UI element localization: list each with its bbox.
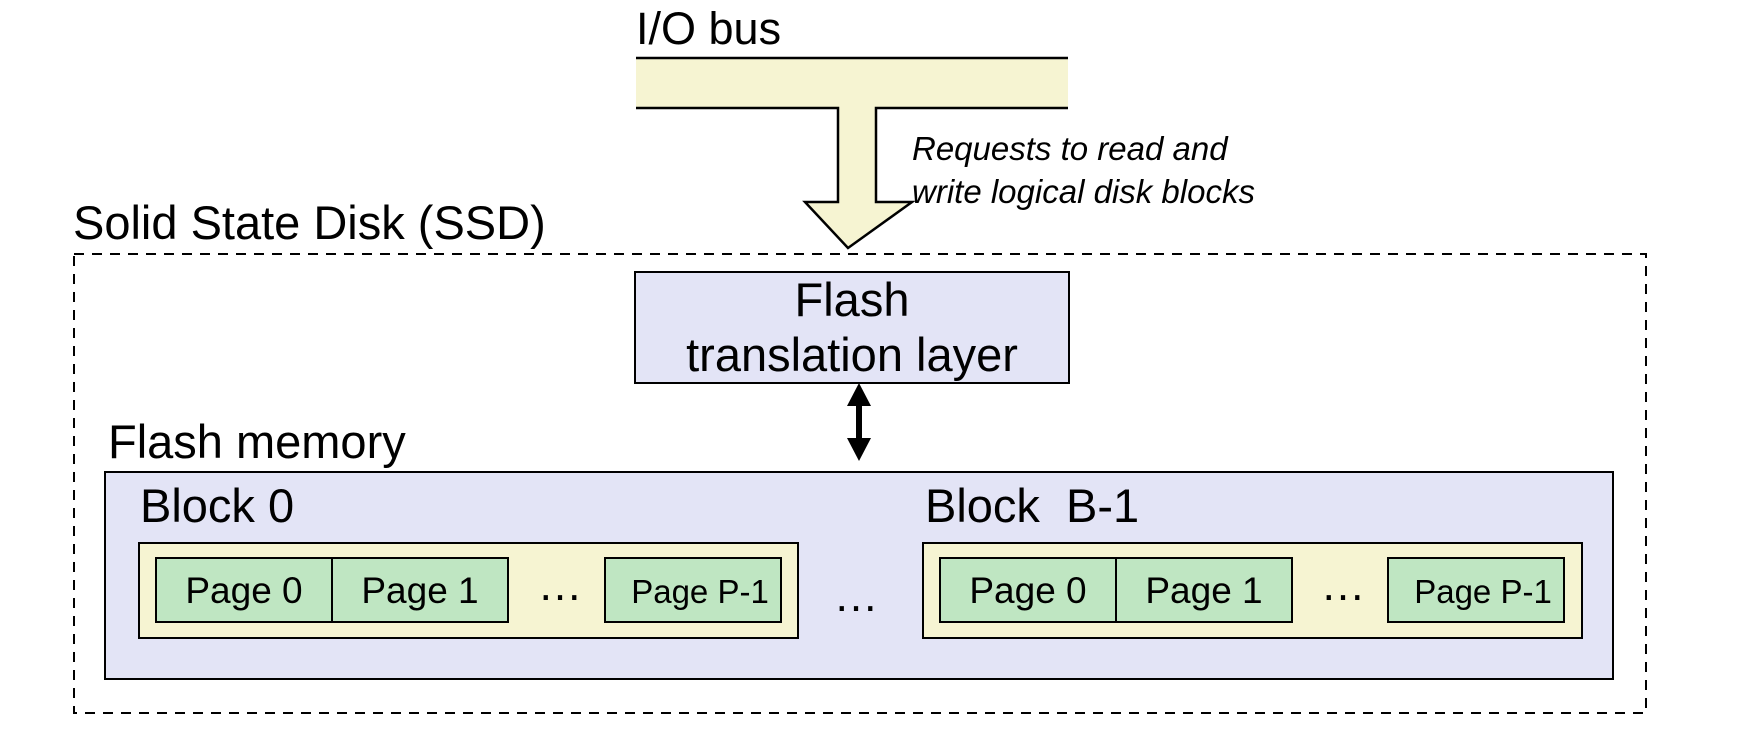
block-0-page-p-1-label: Page P-1: [631, 573, 769, 610]
requests-label-line1: Requests to read and: [912, 130, 1229, 167]
block-b-1-page-0: [939, 557, 1117, 623]
block-b-1-page-p-1: [1387, 557, 1565, 623]
block-0-page-0-label: Page 0: [185, 570, 302, 611]
ftl-box: [634, 271, 1070, 384]
block-0-page-1: [331, 557, 509, 623]
between-blocks-ellipsis: …: [834, 570, 879, 621]
io-bus-outline: [636, 56, 1068, 250]
block-0-page-p-1: [604, 557, 782, 623]
block-0-page-1-label: Page 1: [361, 570, 478, 611]
ssd-label: Solid State Disk (SSD): [73, 196, 546, 249]
ssd-boundary: [73, 253, 1647, 714]
flash-memory-label: Flash memory: [108, 415, 406, 468]
block-b-1-ellipsis: …: [1321, 559, 1366, 610]
block-0-page-0: [155, 557, 333, 623]
io-bus-bar: [636, 58, 1068, 248]
block-b-1-label: Block B-1: [925, 479, 1139, 532]
block-0-ellipsis: …: [538, 559, 583, 610]
block-b-1-page-1: [1115, 557, 1293, 623]
block-b-1-page-p-1-label: Page P-1: [1414, 573, 1552, 610]
io-bus-label: I/O bus: [636, 3, 781, 54]
ftl-label-line2: translation layer: [686, 328, 1018, 381]
requests-label-line2: write logical disk blocks: [912, 173, 1255, 210]
ftl-label-line1: Flash: [795, 273, 910, 326]
block-b-1-page-1-label: Page 1: [1145, 570, 1262, 611]
ftl-flash-double-arrow-icon: [847, 383, 871, 461]
block-0-label: Block 0: [140, 479, 294, 532]
block-b-1-page-0-label: Page 0: [969, 570, 1086, 611]
